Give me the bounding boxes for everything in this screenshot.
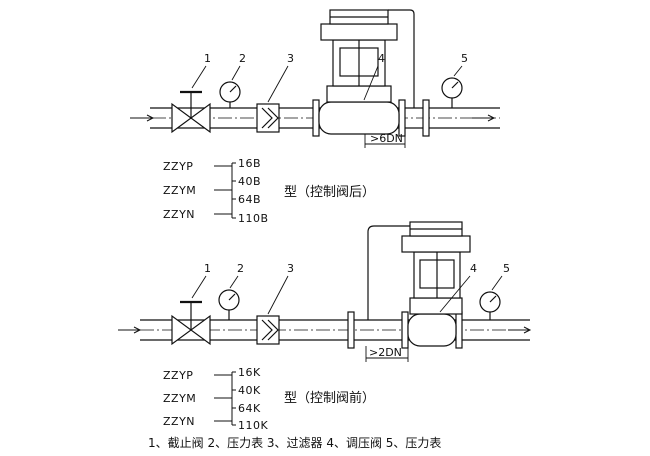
top-pressure-gauge — [219, 81, 241, 108]
top-model-1: ZZYM — [163, 184, 196, 197]
top-code-3: 110B — [238, 212, 269, 225]
bottom-filter — [256, 315, 280, 345]
top-callout-3: 3 — [287, 52, 294, 65]
bottom-callout-3: 3 — [287, 262, 294, 275]
bottom-leaders — [191, 275, 503, 315]
bottom-code-0: 16K — [238, 366, 261, 379]
top-model-bracket — [214, 162, 236, 219]
bottom-dimension-label: >2DN — [369, 346, 402, 359]
top-code-1: 40B — [238, 175, 261, 188]
bottom-model-0: ZZYP — [163, 369, 193, 382]
bottom-callout-4: 4 — [470, 262, 477, 275]
bottom-installation — [118, 221, 532, 362]
top-regulating-valve — [318, 9, 415, 135]
top-installation — [130, 9, 500, 148]
bottom-model-bracket — [214, 371, 236, 426]
bottom-caption: 型（控制阀前） — [284, 390, 375, 406]
bottom-code-3: 110K — [238, 419, 268, 432]
top-downstream-gauge — [441, 77, 463, 108]
bottom-stop-valve — [171, 300, 211, 346]
top-dimension — [364, 134, 406, 148]
top-caption: 型（控制阀后） — [284, 185, 375, 200]
bottom-pressure-gauge — [218, 289, 240, 320]
top-code-2: 64B — [238, 193, 261, 206]
bottom-model-1: ZZYM — [163, 392, 196, 405]
diagram-text: 1 2 3 4 5 >6DN ZZYP ZZYM ZZYN 16B 40B 64… — [148, 52, 510, 450]
top-dimension-label: >6DN — [370, 132, 403, 145]
top-callout-5: 5 — [461, 52, 468, 65]
bottom-callout-5: 5 — [503, 262, 510, 275]
bottom-code-1: 40K — [238, 384, 261, 397]
bottom-callout-2: 2 — [237, 262, 244, 275]
top-model-0: ZZYP — [163, 160, 193, 173]
top-flanges — [312, 99, 430, 137]
top-filter — [256, 103, 280, 133]
top-leaders — [191, 65, 463, 103]
top-code-0: 16B — [238, 157, 261, 170]
bottom-downstream-gauge — [479, 291, 501, 320]
top-callout-2: 2 — [239, 52, 246, 65]
bottom-dimension — [365, 346, 409, 362]
top-callout-1: 1 — [204, 52, 211, 65]
top-callout-4: 4 — [378, 52, 385, 65]
top-model-2: ZZYN — [163, 208, 195, 221]
bottom-regulating-valve — [367, 221, 471, 347]
bottom-code-2: 64K — [238, 402, 261, 415]
bottom-callout-1: 1 — [204, 262, 211, 275]
top-stop-valve — [171, 90, 211, 134]
bottom-model-2: ZZYN — [163, 415, 195, 428]
component-legend: 1、截止阀 2、压力表 3、过滤器 4、调压阀 5、压力表 — [148, 436, 441, 450]
